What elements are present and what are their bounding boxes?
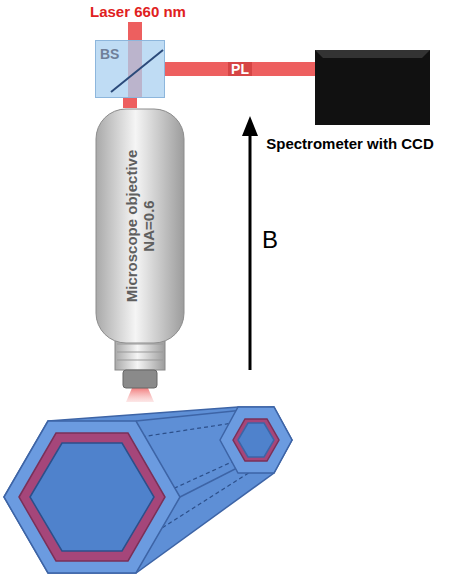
component-label: BS: [100, 46, 119, 62]
device-label: Microscope objective NA=0.6: [123, 136, 157, 316]
beam-splitter: BS: [95, 40, 165, 98]
cube: [96, 41, 165, 98]
spectrometer: Spectrometer with CCD: [315, 50, 430, 125]
field-arrow: [249, 132, 252, 370]
arrow-head: [242, 116, 258, 136]
laser-focus: [126, 388, 154, 402]
nanowire: [4, 407, 292, 573]
box: [315, 50, 430, 125]
beam-label: PL: [228, 62, 252, 76]
microscope-objective: Microscope objective NA=0.6: [95, 108, 185, 390]
lens-tip: [123, 370, 157, 388]
barrel: [96, 109, 184, 343]
ring: [117, 352, 163, 353]
box-top: [315, 50, 430, 58]
light-beam: [165, 62, 315, 76]
ring: [117, 344, 163, 345]
field-label: B: [262, 226, 278, 254]
spec-shape: [315, 50, 430, 125]
device-label: Spectrometer with CCD: [260, 135, 440, 152]
light-beam: [123, 98, 137, 108]
laser-label: Laser 660 nm: [90, 3, 186, 20]
ring: [117, 360, 163, 361]
